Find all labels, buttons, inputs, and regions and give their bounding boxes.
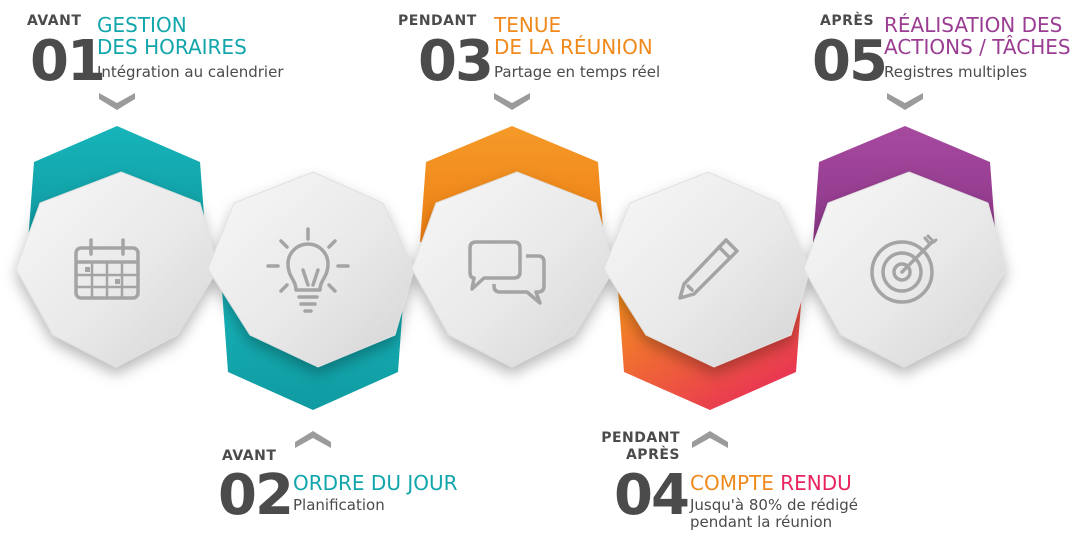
phase-label-line2: APRÈS: [625, 447, 680, 463]
stage-title-line1: GESTION: [97, 13, 187, 37]
stage-subtitle: Intégration au calendrier: [97, 63, 284, 81]
stage-number: 04: [614, 463, 690, 528]
stage-title-line1: TENUE: [494, 13, 562, 37]
stage-title-part2: RENDU: [780, 471, 852, 495]
stage-title-line2: DE LA RÉUNION: [494, 35, 653, 59]
stage-title: COMPTE RENDU: [690, 472, 852, 494]
stage-subtitle: Planification: [293, 496, 385, 514]
hex-card-01: [15, 171, 219, 368]
phase-label: APRÈS: [820, 13, 875, 29]
stage-title-line1: RÉALISATION DES: [884, 13, 1063, 37]
lightbulb-icon: [266, 227, 350, 313]
hex-card-02: [207, 171, 415, 368]
calendar-icon: [74, 238, 140, 300]
chevron-up-icon: [692, 431, 728, 448]
stage-number: 05: [812, 29, 888, 94]
stage-number: 01: [30, 29, 106, 94]
stage-number: 03: [418, 29, 494, 94]
phase-label: AVANT: [222, 448, 277, 464]
hex-cards: [15, 171, 1007, 368]
chevron-down-icon: [99, 93, 135, 110]
stage-title: ORDRE DU JOUR: [293, 471, 458, 495]
stage-subtitle: Registres multiples: [884, 63, 1028, 81]
chat-bubbles-icon: [468, 240, 546, 305]
stage-subtitle: Partage en temps réel: [494, 63, 661, 81]
stage-title: TENUE DE LA RÉUNION: [494, 14, 653, 58]
stage-title-line2: DES HORAIRES: [97, 35, 247, 59]
stage-number: 02: [218, 463, 294, 528]
target-icon: [870, 234, 938, 304]
stage-title-line2: ACTIONS / TÂCHES: [884, 35, 1071, 59]
stage-title: RÉALISATION DES ACTIONS / TÂCHES: [884, 14, 1071, 58]
hex-card-04: [603, 171, 811, 368]
chevron-down-icon: [887, 93, 923, 110]
stage-subtitle-line2: pendant la réunion: [690, 513, 833, 531]
hex-card-03: [411, 171, 615, 368]
phase-label-line1: PENDANT: [601, 430, 680, 446]
phase-label: AVANT: [27, 13, 82, 29]
stage-subtitle-line1: Jusqu'à 80% de rédigé: [690, 496, 858, 514]
stage-subtitle: Jusqu'à 80% de rédigé pendant la réunion: [690, 497, 858, 531]
chevron-down-icon: [494, 93, 530, 110]
stage-title-part1: COMPTE: [690, 471, 774, 495]
stage-title: GESTION DES HORAIRES: [97, 14, 247, 58]
phase-label: PENDANT: [398, 13, 477, 29]
pencil-icon: [678, 238, 739, 300]
chevron-up-icon: [295, 431, 331, 448]
phase-label: PENDANT APRÈS: [596, 431, 680, 462]
chevron-markers: [99, 93, 923, 448]
